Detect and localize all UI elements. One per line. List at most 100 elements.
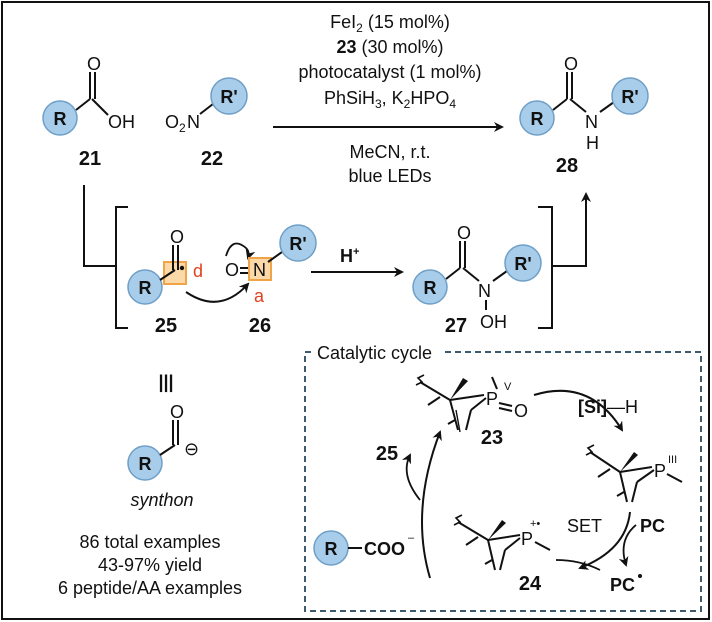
r-prime-label: R': [220, 87, 237, 107]
silane-label: [Si]—H: [578, 397, 638, 417]
stat-total-examples: 86 total examples: [79, 532, 220, 552]
stat-peptide-examples: 6 peptide/AA examples: [58, 578, 242, 598]
anion-charge: ⊖: [184, 439, 199, 459]
svg-text:R': R': [514, 254, 531, 274]
r-prime-circle: [611, 77, 649, 115]
reaction-conditions: FeI2 (15 mol%) 23 (30 mol%) photocatalys…: [273, 12, 504, 186]
r-group-circle: [42, 100, 78, 136]
pc-radical-dot: [638, 574, 642, 578]
pc-arrow: [618, 524, 637, 567]
mechanism-connector-left: [83, 185, 116, 267]
svg-text:N: N: [253, 260, 266, 280]
compound-26: O N R' a 26: [225, 224, 317, 337]
compound-21: R O OH 21: [42, 54, 135, 170]
nitro-o2-label: O2: [165, 112, 186, 135]
p-atom: P: [654, 461, 666, 481]
svg-text:R: R: [531, 109, 544, 129]
svg-text:O: O: [170, 227, 184, 247]
electron-pushing-arrow: [225, 242, 256, 260]
cycle-arrow-bottom: [555, 559, 601, 571]
svg-text:O: O: [457, 223, 471, 243]
condition-ligand: 23 (30 mol%): [336, 37, 443, 57]
equivalence-symbol: |||: [158, 372, 173, 392]
label-d: d: [193, 261, 203, 281]
condition-light: blue LEDs: [348, 166, 431, 186]
hydroxyl-label: OH: [108, 112, 135, 132]
label-a: a: [254, 286, 265, 306]
nitro-n-label: N: [187, 112, 200, 132]
svg-text:O: O: [225, 260, 239, 280]
pc-label: PC: [640, 516, 665, 536]
n-hydroxyl: OH: [480, 312, 507, 332]
svg-text:R: R: [424, 278, 437, 298]
condition-reductant-base: PhSiH3, K2HPO4: [324, 88, 456, 111]
compound-24-radical-cation: P +• 24: [453, 514, 551, 595]
compound-27: R O N OH R' 27: [412, 223, 542, 337]
svg-text:O: O: [514, 401, 528, 421]
r-label: R: [54, 109, 67, 129]
radical-attack-arrow: [185, 282, 250, 303]
acyl-radical-highlight: [163, 261, 187, 285]
bracket-right: [538, 206, 553, 329]
compound-number-28: 28: [556, 155, 578, 177]
condition-catalyst: FeI2 (15 mol%): [330, 12, 450, 35]
carboxylate-label: COO: [364, 539, 405, 559]
svg-text:O: O: [564, 54, 578, 74]
synthon-structure: R O ⊖: [127, 402, 199, 481]
svg-text:R: R: [139, 278, 152, 298]
svg-text:R': R': [289, 234, 306, 254]
synthon-label: synthon: [130, 490, 193, 510]
r-group-circle: [127, 269, 163, 305]
r-group-circle: [412, 269, 448, 305]
svg-text:R': R': [621, 87, 638, 107]
catalytic-cycle-box: [304, 351, 702, 612]
amide-n: N: [585, 112, 598, 132]
acyl-release-arrow: [401, 453, 421, 501]
proton-label: H+: [340, 246, 359, 266]
stat-yield: 43-97% yield: [98, 555, 202, 575]
phosphetane-p3: P III: [585, 444, 683, 503]
set-arrow: [578, 511, 631, 570]
p-atom: P: [486, 389, 498, 409]
condition-solvent: MeCN, r.t.: [349, 142, 430, 162]
nitroso-highlight: [248, 257, 272, 281]
compound-number-22: 22: [201, 148, 223, 170]
oxidation-state-v: V: [504, 381, 512, 393]
svg-text:R: R: [139, 454, 152, 474]
r-prime-circle: [504, 244, 542, 282]
carboxylate: R COO –: [313, 530, 415, 566]
r-prime-circle: [279, 224, 317, 262]
compound-25: R O d 25: [127, 227, 250, 337]
reduction-arrow: [533, 389, 624, 432]
compound-number-27: 27: [445, 315, 467, 337]
radical-dot: [179, 265, 185, 271]
catalytic-cycle-title: Catalytic cycle: [317, 343, 432, 363]
compound-28: R O N H R' 28: [519, 54, 649, 177]
r-prime-circle: [210, 77, 248, 115]
amide-h: H: [586, 133, 599, 153]
compound-number-21: 21: [79, 148, 101, 170]
compound-number-25: 25: [155, 315, 177, 337]
radical-cation-label: +•: [530, 518, 540, 530]
compound-23-phosphine-oxide: P V O 23: [415, 374, 528, 449]
cycle-arrow-left: [421, 430, 442, 579]
r-group-circle: [127, 445, 163, 481]
set-label: SET: [567, 516, 602, 536]
p-atom: P: [521, 529, 533, 549]
compound-number-24: 24: [519, 573, 542, 595]
pc-radical-label: PC: [610, 575, 635, 595]
oxidation-state-iii: III: [668, 454, 677, 466]
bracket-left: [115, 206, 128, 329]
condition-photocatalyst: photocatalyst (1 mol%): [298, 62, 481, 82]
svg-text:R: R: [325, 539, 338, 559]
carboxylate-charge: –: [408, 532, 415, 544]
compound-number-23: 23: [481, 427, 503, 449]
compound-number-25-cycle: 25: [376, 443, 398, 465]
carbonyl-o: O: [87, 54, 101, 74]
compound-22: O2 N R' 22: [165, 77, 248, 170]
svg-text:N: N: [478, 281, 491, 301]
svg-text:O: O: [170, 402, 184, 422]
mechanism-connector-right: [552, 192, 591, 267]
